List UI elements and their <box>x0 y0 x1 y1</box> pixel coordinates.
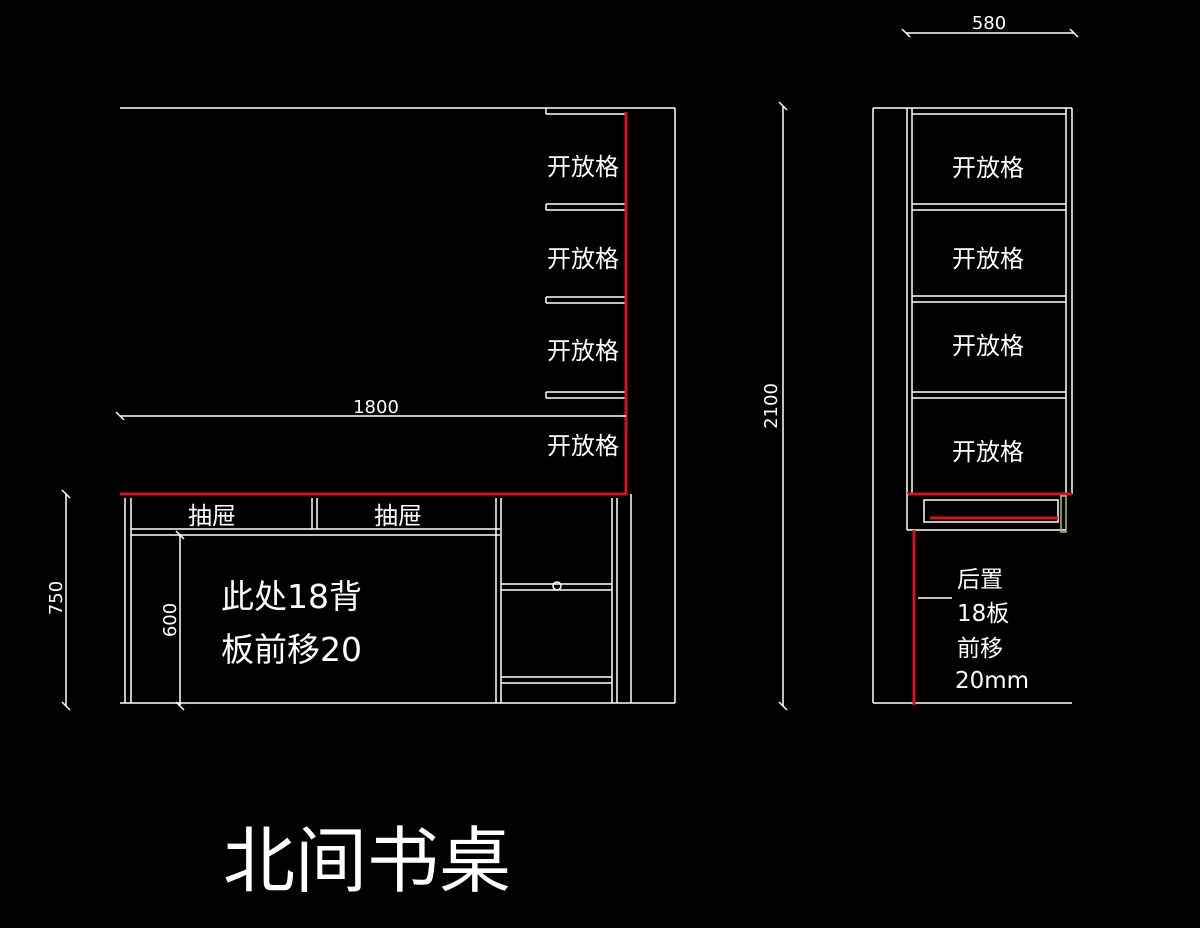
dimension-tick <box>778 701 788 711</box>
dimension-tick <box>1069 28 1079 38</box>
width-dimension: 1800 <box>353 397 399 418</box>
open-shelf-label: 开放格 <box>547 245 619 273</box>
side-drawer-box <box>923 499 1059 523</box>
open-shelf-label: 开放格 <box>952 438 1024 466</box>
drawer-handle-icon <box>552 581 562 591</box>
drawer-label: 抽屉 <box>374 502 422 530</box>
drawer-label: 抽屉 <box>188 502 236 530</box>
dimension-tick <box>115 411 125 421</box>
back-panel-note-line2: 板前移20 <box>221 630 362 669</box>
side-view: 580 2100 开放格 开放格 开放格 开放格 <box>761 13 1079 711</box>
side-note-line: 后置 <box>957 567 1003 593</box>
side-shelf-boards <box>912 113 1066 399</box>
inner-height-dimension: 600 <box>160 603 181 637</box>
dimension-tick <box>901 28 911 38</box>
front-shelf-boards <box>545 113 626 399</box>
open-shelf-label: 开放格 <box>952 245 1024 273</box>
depth-dimension: 580 <box>972 13 1006 34</box>
dimension-tick <box>778 101 788 111</box>
back-panel-note-line1: 此处18背 <box>221 577 362 616</box>
open-shelf-label: 开放格 <box>547 153 619 181</box>
open-shelf-label: 开放格 <box>547 337 619 365</box>
dimension-tick <box>175 701 185 711</box>
open-shelf-label: 开放格 <box>952 332 1024 360</box>
dimension-tick <box>175 530 185 540</box>
front-view: 开放格 开放格 开放格 开放格 1800 抽屉 抽屉 750 <box>46 107 676 711</box>
height-dimension: 750 <box>46 581 67 615</box>
total-height-dimension: 2100 <box>761 383 782 429</box>
dimension-tick <box>61 489 71 499</box>
open-shelf-label: 开放格 <box>547 432 619 460</box>
drawing-title: 北间书桌 <box>223 819 511 903</box>
back-panel-highlight <box>120 112 628 496</box>
side-note-line: 18板 <box>957 601 1009 627</box>
side-note-line: 前移 <box>957 636 1003 662</box>
drawer-front-panel <box>1060 495 1067 533</box>
side-note-line: 20mm <box>955 668 1029 694</box>
open-shelf-label: 开放格 <box>952 154 1024 182</box>
dimension-tick <box>61 701 71 711</box>
